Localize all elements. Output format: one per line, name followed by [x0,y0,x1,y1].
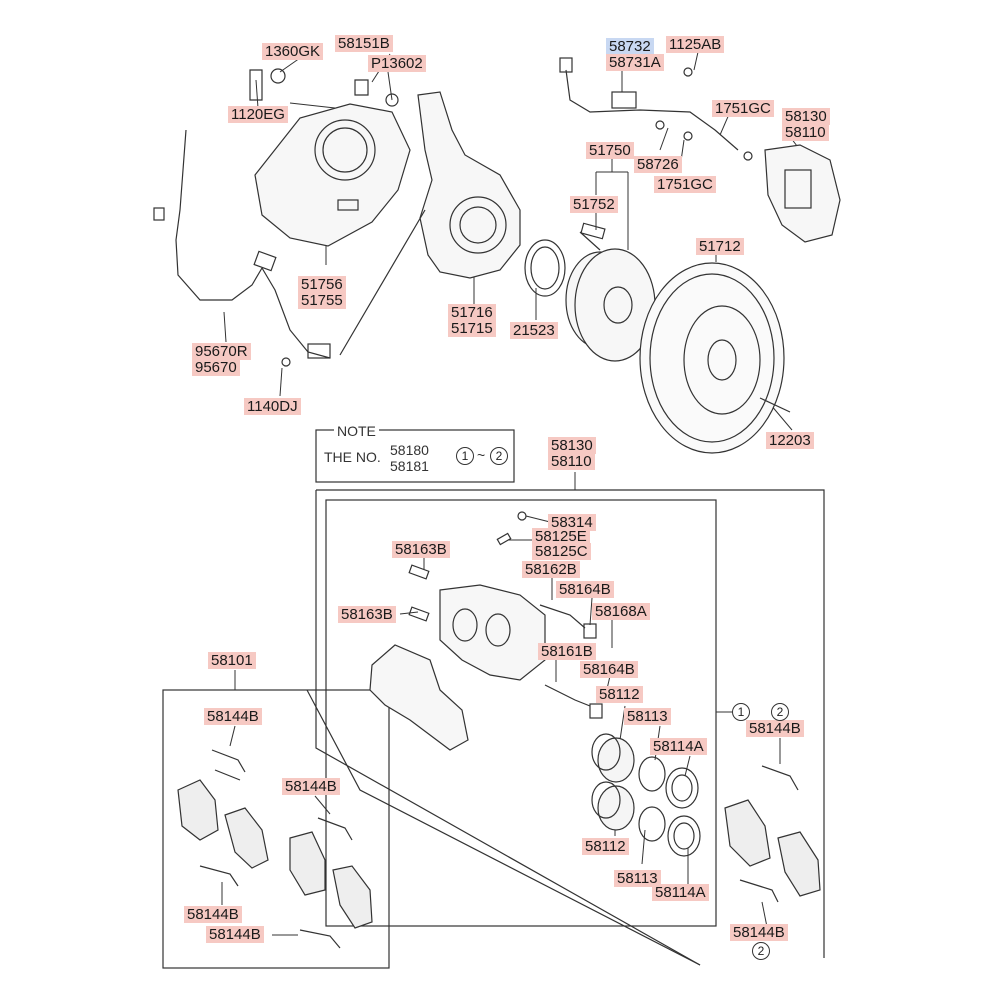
speed-sensor-cable [153,129,331,367]
part-label-58161B[interactable]: 58161B [538,643,596,660]
part-label-1140DJ[interactable]: 1140DJ [244,398,301,415]
part-label-58163B[interactable]: 58163B [338,606,396,623]
pistons-seals [591,733,701,857]
part-label-58164B[interactable]: 58164B [580,661,638,678]
part-label-58101[interactable]: 58101 [208,652,256,669]
part-label-58314[interactable]: 58314 [548,514,596,531]
part-label-51752[interactable]: 51752 [570,196,618,213]
part-label-58113[interactable]: 58113 [624,708,671,725]
note-number-2: 58181 [390,458,429,474]
part-label-58113[interactable]: 58113 [614,870,661,887]
part-label-58726[interactable]: 58726 [634,156,682,173]
part-label-58112[interactable]: 58112 [582,838,629,855]
part-label-58130[interactable]: 58130 [782,108,830,125]
part-label-1751GC[interactable]: 1751GC [654,176,716,193]
part-label-21523[interactable]: 21523 [510,322,558,339]
caliper-body [439,584,546,681]
note-prefix: THE NO. [324,449,381,465]
note-number-1: 58180 [390,442,429,458]
caliper-box [325,499,717,927]
dust-cover [254,103,411,247]
assembly-bracket [316,489,825,958]
part-label-58112[interactable]: 58112 [596,686,643,703]
part-label-58162B[interactable]: 58162B [522,561,580,578]
part-label-1360GK[interactable]: 1360GK [262,43,324,60]
part-label-58114A[interactable]: 58114A [650,738,707,755]
assembly-bracket-diag [315,490,701,966]
note-range-start-marker: 1 [456,447,474,465]
part-label-51712[interactable]: 51712 [696,238,744,255]
part-label-58144B[interactable]: 58144B [730,924,788,941]
brake-hose [559,57,753,161]
snap-ring [524,239,566,297]
note-range-separator: ~ [477,447,486,463]
part-label-58144B[interactable]: 58144B [746,720,804,737]
part-label-58144B[interactable]: 58144B [282,778,340,795]
part-label-58731A[interactable]: 58731A [606,54,664,71]
part-label-58125E[interactable]: 58125E [532,528,590,545]
part-label-58164B[interactable]: 58164B [556,581,614,598]
part-label-51716[interactable]: 51716 [448,304,496,321]
steering-knuckle [339,91,521,356]
part-label-95670[interactable]: 95670 [192,359,240,376]
pad-kit-line [306,689,701,966]
part-label-51750[interactable]: 51750 [586,142,634,159]
note-box [315,429,515,483]
part-label-58163B[interactable]: 58163B [392,541,450,558]
brake-pads-kit [177,749,373,949]
part-label-58110[interactable]: 58110 [548,453,595,470]
part-label-58151B[interactable]: 58151B [335,35,393,52]
marker-2: 2 [752,942,770,960]
note-range-end-marker: 2 [490,447,508,465]
caliper-assembly-small [764,144,841,243]
part-label-58130[interactable]: 58130 [548,437,596,454]
part-label-12203[interactable]: 12203 [766,432,814,449]
pad-kit-box [162,689,390,969]
part-label-58125C[interactable]: 58125C [532,543,591,560]
part-label-58114A[interactable]: 58114A [652,884,709,901]
part-label-58144B[interactable]: 58144B [184,906,242,923]
marker-2: 2 [771,703,789,721]
part-label-1125AB[interactable]: 1125AB [666,36,725,53]
brake-pads-right [724,765,821,903]
part-label-1120EG[interactable]: 1120EG [228,106,288,123]
carrier-bracket [369,644,469,751]
part-label-51715[interactable]: 51715 [448,320,496,337]
part-label-58732[interactable]: 58732 [606,38,654,55]
guide-pins [408,511,603,719]
part-label-58144B[interactable]: 58144B [204,708,262,725]
part-label-95670R[interactable]: 95670R [192,343,251,360]
bolts-top-left [249,68,399,107]
note-heading: NOTE [334,423,379,439]
part-label-P13602[interactable]: P13602 [368,55,426,72]
part-label-51756[interactable]: 51756 [298,276,346,293]
brake-disc [639,262,791,454]
part-label-58168A[interactable]: 58168A [592,603,650,620]
part-label-51755[interactable]: 51755 [298,292,346,309]
part-label-58144B[interactable]: 58144B [206,926,264,943]
part-label-1751GC[interactable]: 1751GC [712,100,774,117]
hub-bearing [565,222,656,362]
marker-1: 1 [732,703,750,721]
part-label-58110[interactable]: 58110 [782,124,829,141]
